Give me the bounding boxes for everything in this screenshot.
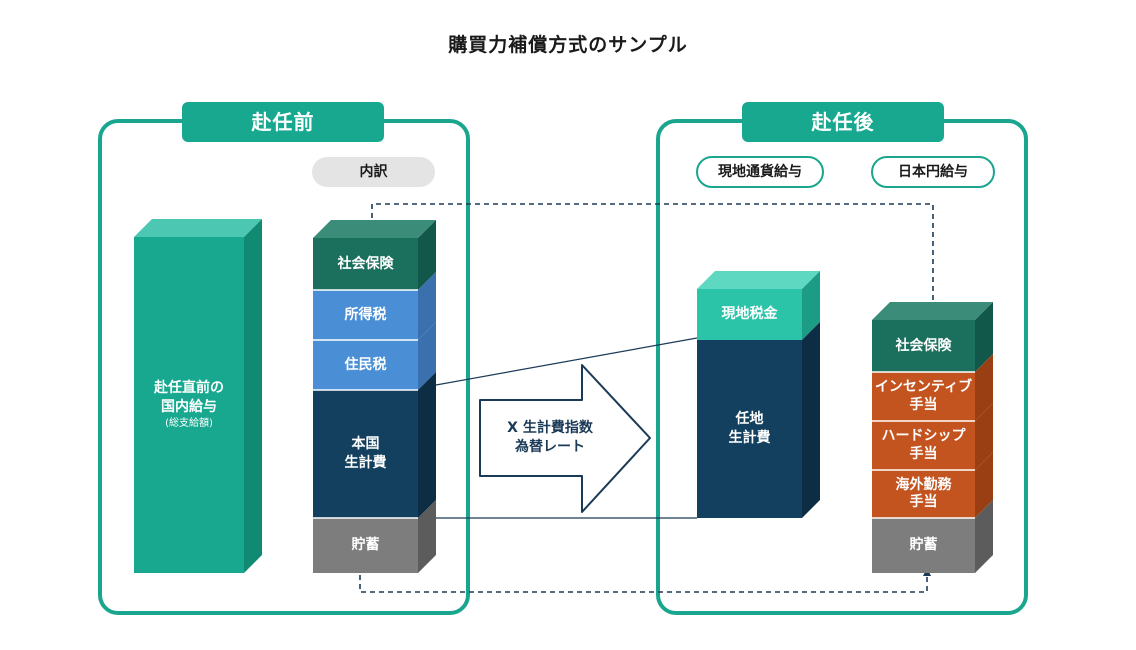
- segment-yen-savings: [872, 518, 975, 573]
- segment-income-tax: [313, 290, 418, 340]
- arrow-line2: 為替レート: [515, 439, 585, 455]
- overseas-line1: 海外勤務: [895, 476, 952, 493]
- local-living-cost-label: 任地 生計費: [697, 340, 802, 518]
- social-insurance-label: 社会保険: [337, 255, 394, 272]
- segment-overseas-allowance: [872, 470, 975, 518]
- local-currency-pill-label: 現地通貨給与: [718, 163, 802, 180]
- page-title: 購買力補償方式のサンプル: [448, 34, 688, 56]
- home-living-line2: 生計費: [344, 455, 387, 471]
- segment-local-living-cost: [697, 340, 802, 518]
- arrow-label: X 生計費指数 為替レート: [480, 400, 620, 476]
- yen-social-insurance-label: 社会保険: [895, 337, 952, 354]
- segment-incentive-allowance: [872, 372, 975, 421]
- overseas-line2: 手当: [909, 494, 938, 510]
- segment-local-tax: [697, 289, 802, 340]
- breakdown-pill: [312, 157, 435, 187]
- conversion-arrow: [479, 364, 651, 513]
- resident-tax-label: 住民税: [344, 356, 387, 373]
- local-currency-bar: [697, 271, 820, 518]
- dashed-link-social-insurance: [371, 203, 937, 316]
- overseas-allowance-label: 海外勤務 手当: [872, 470, 975, 518]
- before-tab: [182, 102, 384, 142]
- savings-label: 貯蓄: [351, 537, 380, 554]
- total-bar-label: 赴任直前の 国内給与 (総支給額): [134, 370, 244, 440]
- hardship-line1: ハードシップ: [881, 428, 966, 444]
- home-living-line1: 本国: [351, 436, 380, 453]
- total-bar-line2: 国内給与: [161, 399, 217, 416]
- yen-pill: [871, 156, 995, 188]
- yen-pill-label: 日本円給与: [898, 163, 968, 180]
- income-tax-label: 所得税: [344, 306, 387, 323]
- breakdown-pill-label: 内訳: [359, 163, 388, 180]
- local-living-line1: 任地: [735, 411, 764, 428]
- after-tab-label: 赴任後: [811, 109, 875, 134]
- total-bar: [134, 219, 262, 573]
- incentive-allowance-label: インセンティブ 手当: [872, 372, 975, 421]
- after-tab: [742, 102, 944, 142]
- yen-bar: [872, 302, 993, 573]
- segment-social-insurance: [313, 238, 418, 290]
- total-bar-line1: 赴任直前の: [154, 380, 224, 397]
- connector-line-top: [435, 337, 698, 386]
- hardship-allowance-label: ハードシップ 手当: [872, 421, 975, 470]
- incentive-line2: 手当: [909, 396, 938, 413]
- segment-resident-tax: [313, 340, 418, 390]
- arrow-line1: X 生計費指数: [507, 420, 593, 437]
- incentive-line1: インセンティブ: [874, 379, 973, 395]
- segment-yen-social-insurance: [872, 320, 975, 372]
- yen-savings-label: 貯蓄: [909, 537, 938, 554]
- dashed-link-savings: [359, 568, 931, 593]
- total-bar-note: (総支給額): [165, 418, 213, 430]
- breakdown-bar: [313, 220, 436, 573]
- local-tax-label: 現地税金: [721, 306, 778, 323]
- segment-hardship-allowance: [872, 421, 975, 470]
- local-living-line2: 生計費: [728, 430, 771, 446]
- hardship-line2: 手当: [909, 445, 938, 462]
- local-currency-pill: [696, 156, 824, 188]
- before-tab-label: 赴任前: [251, 109, 315, 134]
- home-living-cost-label: 本国 生計費: [313, 390, 418, 518]
- segment-home-living-cost: [313, 390, 418, 518]
- segment-savings: [313, 518, 418, 573]
